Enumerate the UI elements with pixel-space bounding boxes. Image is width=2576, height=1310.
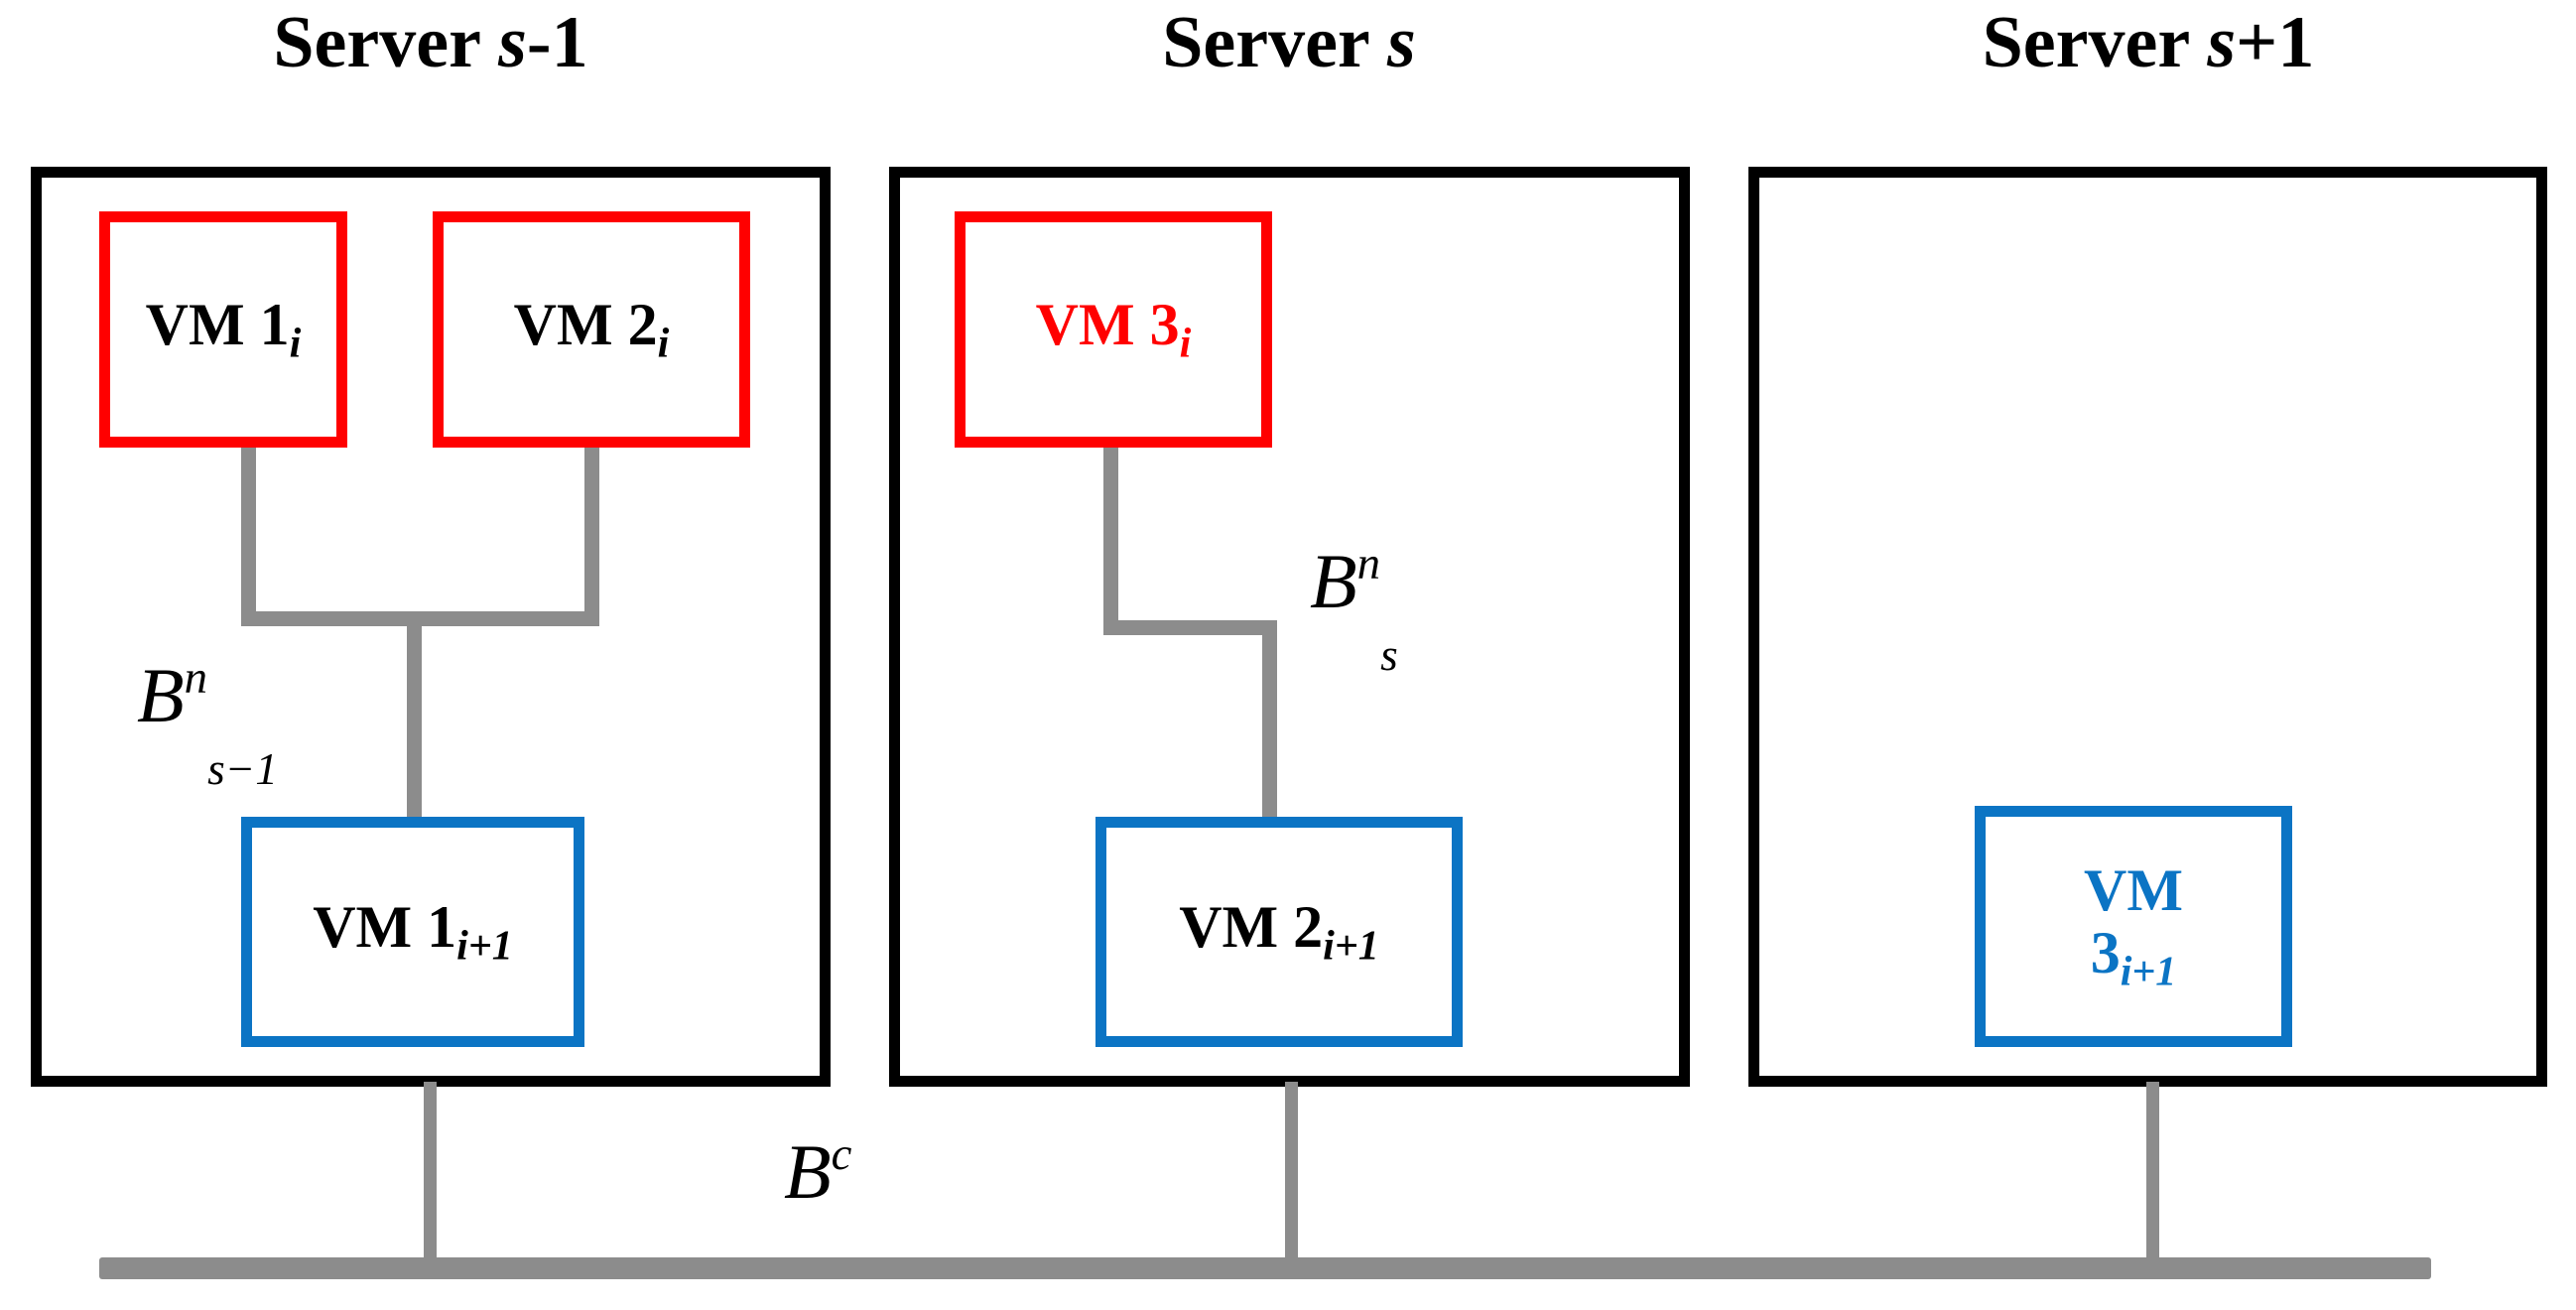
wire-vm3i-drop: [1103, 437, 1118, 635]
server-title-prefix: Server: [1982, 2, 2208, 83]
wire-s-elbow-bar: [1103, 620, 1277, 635]
vm-label-2-i: VM 2i: [513, 291, 670, 367]
server-title-variable: s: [498, 2, 527, 83]
server-title-prefix: Server: [1162, 2, 1387, 83]
vm-box-2-i[interactable]: VM 2i: [433, 211, 750, 448]
wire-bus-drop-s: [1285, 1082, 1298, 1272]
vm-label-2-i-plus-1: VM 2i+1: [1179, 893, 1379, 970]
wire-s-stem: [1262, 620, 1277, 824]
bandwidth-superscript: n: [184, 652, 208, 704]
bandwidth-subscript: s−1: [207, 744, 278, 795]
wire-bus-drop-s-plus-1: [2146, 1082, 2159, 1272]
server-title-variable: s: [2207, 2, 2237, 83]
core-bandwidth-label: Bc: [784, 1131, 851, 1211]
vm-box-3-i[interactable]: VM 3i: [955, 211, 1272, 448]
server-title-suffix: -1: [526, 2, 588, 83]
bandwidth-superscript: n: [1356, 538, 1381, 590]
wire-s-minus-1-stem: [407, 611, 422, 825]
server-title-s-plus-1: Server s+1: [1748, 6, 2548, 79]
core-bandwidth-base: B: [784, 1128, 832, 1216]
vm-box-2-i-plus-1[interactable]: VM 2i+1: [1095, 817, 1463, 1047]
server-title-suffix: +1: [2236, 2, 2315, 83]
server-title-variable: s: [1386, 2, 1416, 83]
bandwidth-base: B: [137, 652, 185, 739]
vm-label-1-i-plus-1: VM 1i+1: [313, 893, 513, 970]
vm-box-1-i[interactable]: VM 1i: [99, 211, 347, 448]
vm-label-1-i: VM 1i: [145, 291, 302, 367]
bandwidth-label-s-minus-1: Bn s−1: [137, 652, 278, 792]
server-title-s: Server s: [889, 6, 1689, 79]
wire-vm1i-drop: [241, 437, 256, 625]
core-bandwidth-superscript: c: [831, 1128, 852, 1180]
wire-vm2i-drop: [584, 437, 599, 625]
wire-bus-drop-s-minus-1: [424, 1082, 437, 1272]
bandwidth-base: B: [1310, 538, 1357, 625]
bandwidth-subscript: s: [1380, 630, 1398, 681]
server-box-s-plus-1[interactable]: [1748, 167, 2547, 1087]
server-title-prefix: Server: [273, 2, 499, 83]
vm-box-1-i-plus-1[interactable]: VM 1i+1: [241, 817, 584, 1047]
server-title-s-minus-1: Server s-1: [31, 6, 831, 79]
vm-label-3-i: VM 3i: [1035, 291, 1192, 367]
core-bus-line: [99, 1257, 2431, 1279]
